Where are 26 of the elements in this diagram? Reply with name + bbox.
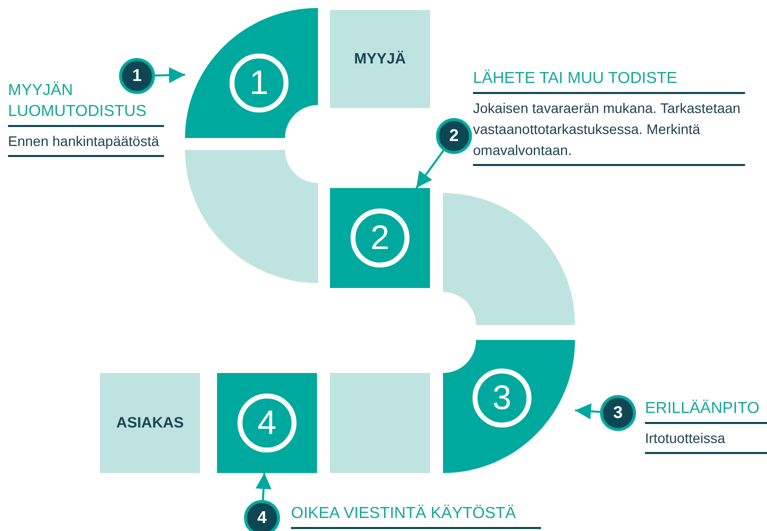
number-badge: 3 — [600, 395, 636, 431]
step-number: 2 — [370, 218, 390, 258]
step-number: 3 — [492, 378, 512, 418]
callout-text: Irtotuotteissa — [645, 424, 767, 454]
square-tile — [217, 373, 317, 473]
pointer-arrow — [154, 67, 186, 84]
pointer-arrow — [415, 150, 444, 189]
number-badge: 2 — [436, 118, 472, 154]
step-number: 1 — [248, 63, 270, 103]
callout-heading: ERILLÄÄNPITO — [645, 398, 767, 424]
number-badge: 4 — [244, 500, 280, 531]
square-tile — [100, 373, 200, 473]
callout-text: Jokaisen tavaraerän mukana. Tarkastetaan vastaanottotarkastuksessa. Merkintä omavalvontaan. — [473, 94, 745, 166]
number-badge: 1 — [119, 58, 155, 94]
step-number: 4 — [256, 403, 278, 443]
pointer-arrow — [256, 472, 272, 500]
tile-label: ASIAKAS — [115, 414, 185, 432]
square-tile — [330, 373, 430, 473]
tile-label: MYYJÄ — [353, 50, 407, 68]
callout-text: Ennen hankintapäätöstä — [8, 127, 164, 157]
pointer-arrow — [574, 403, 600, 420]
callout-heading: MYYJÄN LUOMUTODISTUS — [8, 80, 164, 127]
callout-heading: OIKEA VIESTINTÄ KÄYTÖSTÄ — [291, 503, 541, 529]
callout-heading: LÄHETE TAI MUU TODISTE — [473, 68, 745, 94]
square-tile — [330, 188, 430, 288]
square-tile — [330, 10, 430, 108]
